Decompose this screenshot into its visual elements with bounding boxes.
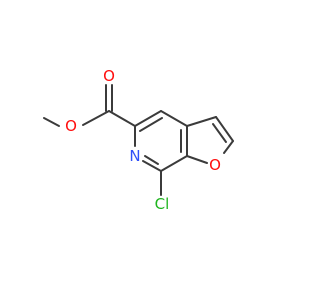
bond-group (43, 84, 234, 196)
bond-c3a-c3 (186, 116, 217, 127)
bond-ofuran-c7a (186, 155, 208, 164)
bond-c2-ofuran (223, 140, 234, 154)
bond-c5-c4-inner (139, 117, 163, 132)
atom-oxygen-ester: O (65, 117, 77, 135)
structure-canvas: O O N O Cl (43, 67, 234, 213)
atom-oxygen-carbonyl: O (103, 67, 115, 85)
bond-oester-ccarbonyl (82, 110, 110, 126)
bond-methyl-oester (43, 117, 60, 127)
molecule-diagram: O O N O Cl (43, 67, 234, 213)
bond-c3-c2 (215, 116, 234, 142)
bond-c7-n (142, 160, 162, 172)
atom-chlorine: Cl (155, 195, 170, 213)
bond-c7-n-inner (144, 155, 159, 165)
bond-c5-c4 (134, 110, 162, 127)
bond-c7a-c7 (160, 155, 188, 172)
bond-ccarbonyl-c5 (108, 110, 136, 127)
atom-label-group: O O N O Cl (65, 67, 221, 213)
atom-nitrogen: N (129, 147, 140, 165)
atom-oxygen-furan: O (209, 156, 221, 174)
bond-c4-c3a (160, 110, 188, 127)
bond-c3-c2-inner (212, 123, 227, 143)
